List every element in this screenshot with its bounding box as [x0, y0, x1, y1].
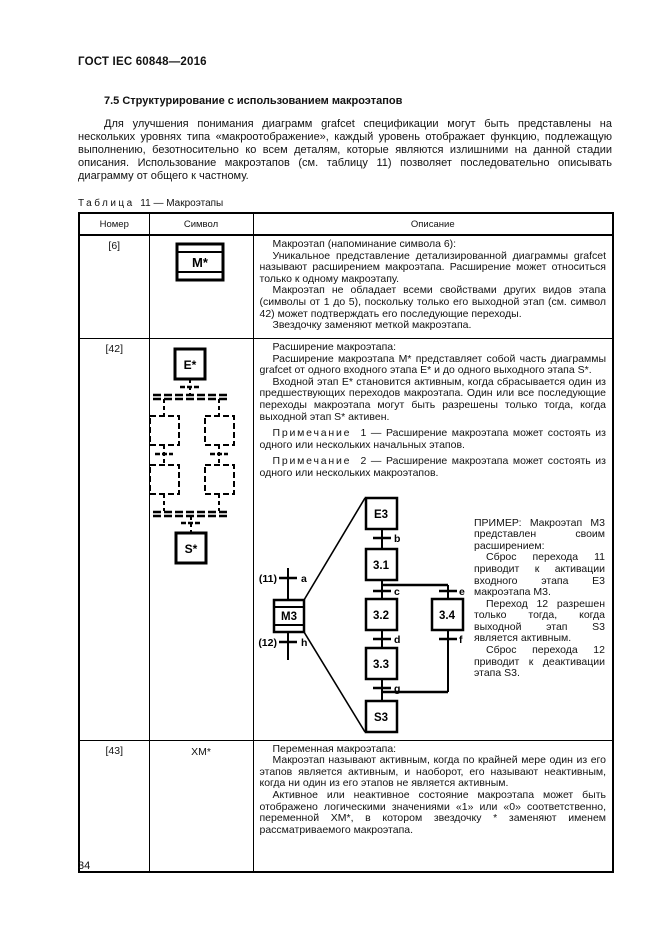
- macro-step-symbol: M*: [175, 242, 225, 282]
- step-32-label: 3.2: [373, 610, 389, 622]
- row42-number: [42]: [78, 338, 150, 741]
- step-33-label: 3.3: [373, 659, 389, 671]
- step-s3-label: S3: [373, 712, 387, 724]
- example-p2: Сброс перехода 11 приводит к активации в…: [474, 551, 605, 599]
- step-s3-box: [364, 699, 398, 733]
- expansion-symbol-diagram: E* S*: [149, 347, 235, 565]
- receptivity-g-label: g: [394, 683, 400, 695]
- row42-description: Расширение макроэтапа: Расширение макроэ…: [252, 338, 614, 741]
- note1-number: 1: [360, 427, 367, 440]
- doc-header: ГОСТ IEC 60848—2016: [78, 56, 207, 68]
- hidden-step-box: [149, 415, 180, 446]
- section-title: 7.5 Структурирование с использованием ма…: [104, 95, 403, 107]
- table-header-row: Номер Символ Описание: [78, 212, 614, 236]
- row42-p1: Расширение макроэтапа:: [272, 341, 397, 353]
- header-symbol: Символ: [148, 212, 254, 236]
- transition-11-label: (11): [258, 573, 276, 585]
- step-31-label: 3.1: [373, 560, 390, 572]
- receptivity-e-label: e: [459, 586, 465, 598]
- entry-step-label: E*: [183, 358, 196, 372]
- table-row-43: [43] ХМ* Переменная макроэтапа: Макроэта…: [78, 739, 614, 873]
- example-diagram-area: (11) a М3 (12) h E3 b 3.1 c e 3.2 3.4: [258, 484, 607, 740]
- row43-description: Переменная макроэтапа: Макроэтап называю…: [252, 739, 614, 873]
- step-34-label: 3.4: [439, 610, 456, 622]
- row42-note1: Примечание 1 — Расширение макроэтапа мож…: [259, 427, 607, 451]
- row6-p3: Макроэтап не обладает всеми свойствами д…: [259, 284, 607, 320]
- row6-description: Макроэтап (напоминание символа 6): Уника…: [252, 234, 614, 339]
- row43-symbol-cell: ХМ*: [148, 739, 254, 873]
- header-description: Описание: [252, 212, 614, 236]
- hidden-step-box: [203, 415, 235, 446]
- receptivity-b-label: b: [394, 533, 400, 545]
- zoom-line-bottom: [302, 631, 366, 732]
- note1-text: — Расширение макроэтапа может состоять и…: [259, 427, 607, 451]
- table-row-6: [6] M* Макроэтап (напоминание символа 6)…: [78, 234, 614, 339]
- row6-p4: Звездочку заменяют меткой макроэтапа.: [272, 319, 472, 332]
- example-p3: Переход 12 разрешен только тогда, когда …: [474, 597, 605, 645]
- row6-p2: Уникальное представление детализированно…: [259, 249, 607, 285]
- row42-p3: Входной этап Е* становится активным, ког…: [259, 375, 607, 423]
- macro-step-box: [175, 242, 225, 282]
- exit-step-box: [174, 531, 207, 565]
- macro-m3-label: М3: [281, 611, 297, 623]
- section-paragraph: Для улучшения понимания диаграмм grafcet…: [78, 118, 612, 182]
- step-e3-label: E3: [373, 509, 387, 521]
- row43-p2: Макроэтап называют активным, когда по кр…: [259, 754, 607, 790]
- example-text-block: ПРИМЕР: Макроэтап М3 представлен своим р…: [474, 516, 605, 680]
- macro-step-label: M*: [192, 255, 209, 270]
- note2-number: 2: [360, 455, 367, 468]
- note2-text: — Расширение макроэтапа может состоять и…: [259, 455, 607, 479]
- receptivity-c-label: c: [394, 586, 400, 598]
- transition-12-label: (12): [258, 637, 277, 649]
- row6-symbol-cell: M*: [148, 234, 254, 339]
- example-p4: Сброс перехода 12 приводит к деактивации…: [474, 644, 605, 680]
- row6-number: [6]: [78, 234, 150, 339]
- table-row-42: [42]: [78, 338, 614, 741]
- table-caption-rest: 11 — Макроэтапы: [140, 198, 224, 209]
- hidden-step-box: [203, 464, 235, 495]
- row42-note2: Примечание 2 — Расширение макроэтапа мож…: [260, 456, 607, 479]
- table-caption: Таблица 11 — Макроэтапы: [78, 198, 612, 209]
- row42-symbol-cell: E* S*: [148, 338, 254, 741]
- row43-p3: Активное или неактивное состояние макроэ…: [259, 788, 607, 836]
- table-caption-label: Таблица: [78, 198, 135, 209]
- note2-label: Примечание: [272, 455, 352, 468]
- receptivity-f-label: f: [459, 634, 463, 646]
- row43-number: [43]: [78, 739, 150, 873]
- row43-p1: Переменная макроэтапа:: [272, 742, 397, 755]
- receptivity-h-label: h: [301, 637, 307, 649]
- hidden-step-box: [149, 464, 180, 495]
- zoom-line-top: [302, 497, 366, 600]
- note1-label: Примечание: [272, 427, 352, 440]
- macro-expansion-example-diagram: (11) a М3 (12) h E3 b 3.1 c e 3.2 3.4: [258, 496, 465, 733]
- receptivity-a-label: a: [301, 573, 307, 585]
- row42-p2: Расширение макроэтапа М* представляет со…: [259, 352, 607, 377]
- page-number: 34: [78, 860, 91, 872]
- exit-step-label: S*: [184, 542, 197, 556]
- receptivity-d-label: d: [394, 634, 400, 646]
- header-number: Номер: [78, 212, 150, 236]
- example-p1: ПРИМЕР: Макроэтап М3 представлен своим р…: [474, 516, 605, 552]
- macro-steps-table: Номер Символ Описание [6] M* Макро: [78, 212, 614, 873]
- row6-p1: Макроэтап (напоминание символа 6):: [272, 238, 457, 250]
